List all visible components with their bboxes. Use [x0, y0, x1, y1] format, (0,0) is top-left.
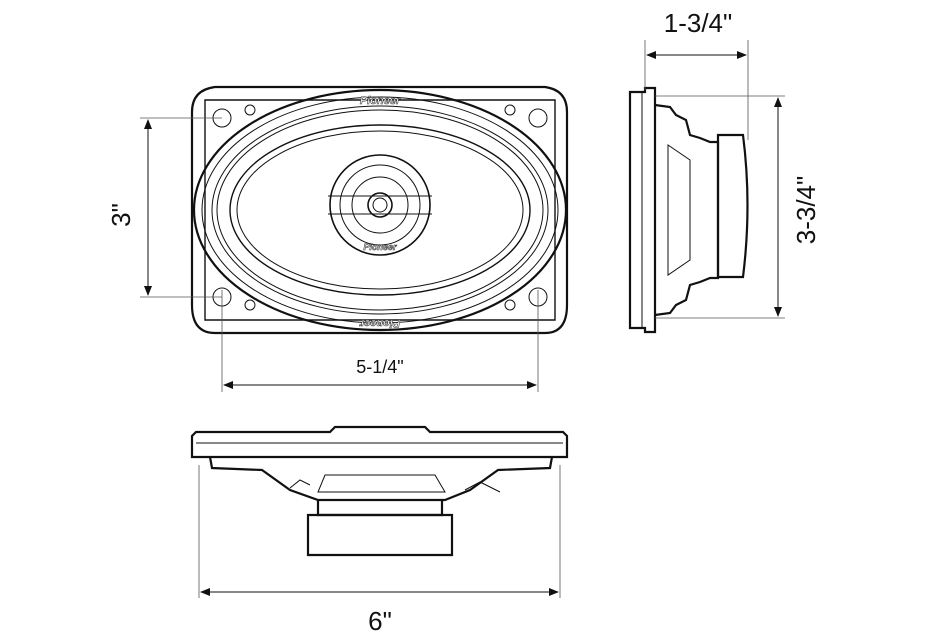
- depth-dimension: 1-3/4": [644, 8, 749, 140]
- mounting-width-label: 5-1/4": [356, 357, 403, 377]
- width-label: 6": [368, 606, 392, 636]
- depth-label: 1-3/4": [664, 8, 733, 38]
- mounting-height-label: 3": [106, 203, 136, 227]
- mounting-holes: [212, 104, 548, 311]
- brand-logo: Pioneer: [360, 95, 401, 107]
- front-view: Pioneer Pioneer Pioneer: [190, 85, 569, 335]
- brand-logo: Pioneer: [359, 317, 400, 329]
- width-dimension: 6": [198, 465, 561, 636]
- side-view: [628, 86, 749, 334]
- brand-logo: Pioneer: [363, 242, 397, 252]
- height-label: 3-3/4": [791, 176, 821, 245]
- mounting-width-dimension: 5-1/4": [221, 290, 539, 392]
- mounting-height-dimension: 3": [106, 117, 222, 298]
- bottom-view: [190, 425, 569, 557]
- height-dimension: 3-3/4": [655, 95, 821, 319]
